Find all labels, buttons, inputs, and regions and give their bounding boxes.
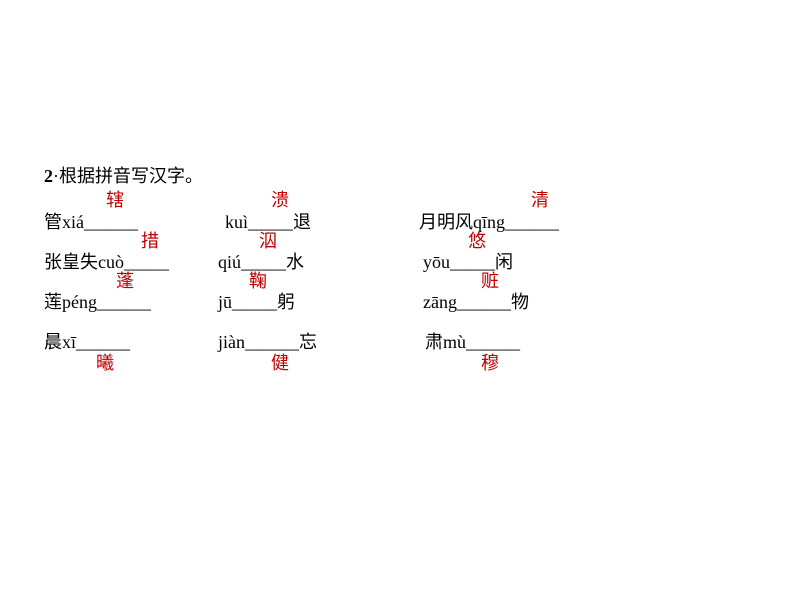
answer: 清: [531, 190, 549, 211]
answer: 悠: [468, 231, 486, 252]
answer: 辖: [106, 190, 124, 211]
item-text: 肃mù______: [425, 332, 521, 352]
answer: 溃: [271, 190, 289, 211]
answer: 穆: [481, 353, 499, 374]
answer: 健: [271, 353, 289, 374]
item-text: 管xiá______: [44, 212, 138, 232]
answer: 曦: [96, 353, 114, 374]
answer: 措: [141, 231, 159, 252]
item-text: yōu_____闲: [423, 252, 513, 272]
item-text: 张皇失cuò_____: [44, 252, 169, 272]
item-text: 莲péng______: [44, 292, 151, 312]
item-text: jiàn______忘: [218, 332, 317, 352]
answer: 蓬: [116, 271, 134, 292]
answer: 泅: [259, 231, 277, 252]
answer: 鞠: [249, 271, 267, 292]
item-text: kuì_____退: [225, 212, 312, 232]
item-text: qiú_____水: [218, 252, 305, 272]
answer: 赃: [481, 271, 499, 292]
question-instruction: ·根据拼音写汉字。: [53, 166, 203, 186]
item-text: zāng______物: [423, 292, 529, 312]
item-text: 月明风qīng______: [419, 212, 560, 232]
item-text: jū_____躬: [218, 292, 296, 312]
question-title: 2·根据拼音写汉字。: [44, 166, 203, 186]
question-number: 2: [44, 166, 53, 186]
item-text: 晨xī______: [44, 332, 131, 352]
